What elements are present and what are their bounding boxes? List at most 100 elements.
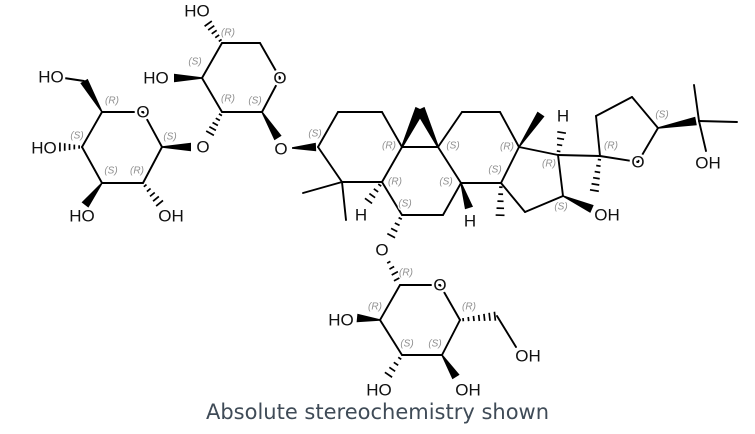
hash-bond [493,311,497,321]
bond [341,181,347,221]
hash-bond [207,25,215,31]
atom-label-oh: OH [594,206,620,225]
bond [496,315,517,348]
stereo-label: (R) [368,302,382,313]
bond [381,111,403,148]
stereo-label: (R) [542,159,556,170]
hash-bond [592,176,600,180]
wedge-bond [162,142,191,152]
bond [595,115,601,157]
hash-bond [398,216,403,221]
bond [142,146,163,184]
hash-bond [397,356,402,361]
bond [518,146,559,156]
bond [381,146,403,183]
stereo-label: (S) [439,177,452,188]
atom-label-h: H [355,206,367,225]
stereo-label: (R) [221,94,235,105]
bond [81,146,103,184]
bond [63,77,85,82]
atom-label-o: O [274,140,287,159]
bond [201,42,223,79]
atom-label-oh: OH [455,381,481,400]
stereo-label: (S) [446,141,459,152]
stereo-label: (R) [388,177,402,188]
bond [317,111,339,148]
hash-bond [394,222,400,227]
stereo-label: (S) [554,202,567,213]
atom-label-h: H [464,212,476,231]
hash-bond [218,113,223,117]
bond [381,181,403,216]
bond [557,154,564,197]
bond [500,146,520,184]
hash-bond [393,361,399,367]
atom-label-o: O [375,241,388,260]
bond [379,284,401,321]
stereo-label: (R) [462,302,476,313]
stereo-label: (S) [104,166,117,177]
stereo-label: (S) [248,96,261,107]
stereo-label: (S) [70,131,83,142]
hash-bond [556,143,563,147]
stereo-label: (R) [500,142,514,153]
atom-label-ho: HO [31,139,57,158]
hash-bond [215,117,221,122]
atom-label-ho: HO [69,207,95,226]
hash-bond [556,150,561,153]
hash-bond [373,188,379,193]
hash-bond [149,191,156,198]
atom-label-ho: HO [328,311,354,330]
bond [379,319,403,356]
atom-label-oh: OH [695,154,721,173]
bond [595,96,633,117]
hash-bond [205,130,215,137]
wedge-bond [174,73,202,83]
wedge-bond [657,116,697,129]
stereo-label: (S) [400,339,413,350]
bond [317,146,343,183]
bond [698,120,738,123]
atom-label-o: O [631,153,644,172]
stereo-label: (S) [188,57,201,68]
bond [437,111,463,148]
stereo-label: (R) [105,96,119,107]
stereo-label: (R) [604,141,618,152]
wedge-bond [356,313,381,323]
wedge-bond [518,111,545,148]
hash-bond [596,164,601,168]
atom-label-ho: HO [184,2,210,21]
atom-label-h: H [557,107,569,126]
bond [142,111,163,148]
atom-label-o: O [136,103,149,122]
bond [442,182,462,216]
bond [302,181,343,194]
hash-bond [594,170,601,174]
stereo-label: (R) [399,268,413,279]
hash-bond [218,38,223,43]
bond [524,195,564,213]
hash-bond [477,314,481,322]
hash-bond [155,199,164,207]
wedge-bond [401,106,425,148]
hash-bond [488,312,491,321]
hash-bond [386,232,396,239]
stereo-label: (S) [308,129,321,140]
hash-bond [390,227,398,233]
hash-bond [214,34,220,39]
bond [698,120,707,152]
atom-label-ho: HO [143,69,169,88]
bond [557,154,601,157]
bond [259,42,281,79]
hash-bond [377,183,382,187]
atom-label-ho: HO [38,68,64,87]
wedge-bond [261,111,282,141]
hash-bond [364,197,373,205]
atom-label-o: O [433,276,446,295]
wedge-bond [80,78,103,113]
bond [637,127,659,163]
hash-bond [389,265,395,270]
wedge-bond [81,182,103,208]
